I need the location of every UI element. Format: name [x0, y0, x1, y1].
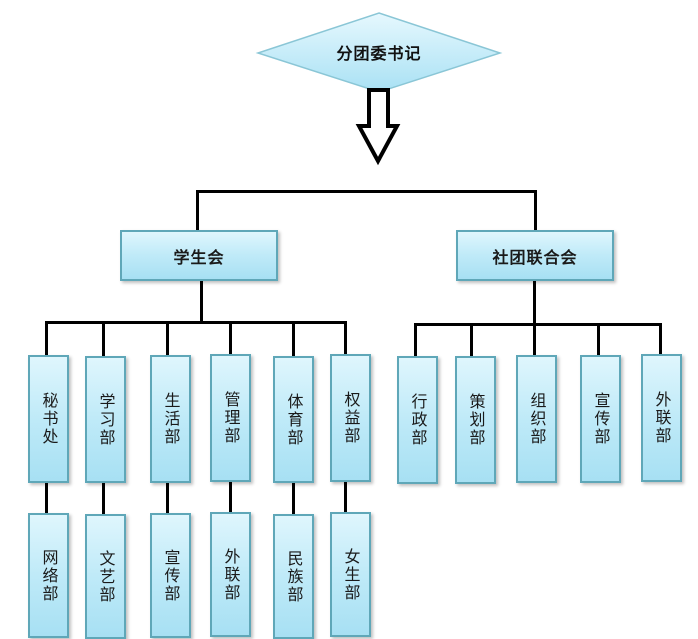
connector-drop — [533, 323, 536, 356]
connector-row-link — [344, 482, 347, 513]
connector-to-club-union — [534, 190, 537, 231]
node-dept[interactable]: 外联部 — [210, 512, 251, 637]
connector-drop — [229, 321, 232, 356]
node-student-union[interactable]: 学生会 — [120, 230, 278, 281]
node-dept[interactable]: 网络部 — [28, 513, 69, 638]
connector-left-bus — [45, 321, 347, 324]
connector-drop — [102, 321, 105, 356]
connector-drop — [659, 323, 662, 356]
connector-drop — [166, 321, 169, 356]
down-arrow-icon — [355, 88, 401, 166]
node-dept[interactable]: 管理部 — [210, 354, 251, 482]
connector-drop — [292, 321, 295, 356]
connector-to-student-union — [196, 190, 199, 231]
node-dept[interactable]: 学习部 — [85, 356, 126, 483]
connector-row-link — [45, 483, 48, 514]
node-dept[interactable]: 生活部 — [150, 355, 191, 483]
node-dept[interactable]: 宣传部 — [580, 355, 621, 483]
connector-drop — [414, 323, 417, 356]
node-dept[interactable]: 行政部 — [397, 356, 438, 484]
connector-row-link — [166, 483, 169, 514]
connector-top-horizontal — [196, 190, 537, 193]
connector-drop — [470, 323, 473, 356]
connector-right-bus — [414, 323, 662, 326]
connector-drop — [344, 321, 347, 356]
node-dept[interactable]: 外联部 — [641, 354, 682, 482]
node-dept[interactable]: 体育部 — [273, 356, 314, 483]
node-dept[interactable]: 组织部 — [516, 355, 557, 483]
connector-drop — [597, 323, 600, 356]
connector-row-link — [292, 483, 295, 514]
node-dept[interactable]: 文艺部 — [85, 514, 126, 639]
connector-drop — [45, 321, 48, 356]
node-dept[interactable]: 民族部 — [273, 514, 314, 639]
node-dept[interactable]: 秘书处 — [28, 355, 69, 483]
node-dept[interactable]: 权益部 — [330, 354, 371, 482]
node-dept[interactable]: 策划部 — [455, 356, 496, 484]
node-dept[interactable]: 女生部 — [330, 512, 371, 637]
connector-row-link — [102, 483, 105, 514]
connector-club-union-down — [533, 281, 536, 326]
connector-row-link — [229, 482, 232, 513]
node-club-union[interactable]: 社团联合会 — [456, 230, 614, 281]
node-dept[interactable]: 宣传部 — [150, 513, 191, 638]
root-label: 分团委书记 — [336, 44, 422, 63]
connector-student-union-down — [200, 281, 203, 324]
diagram-canvas — [255, 12, 503, 166]
